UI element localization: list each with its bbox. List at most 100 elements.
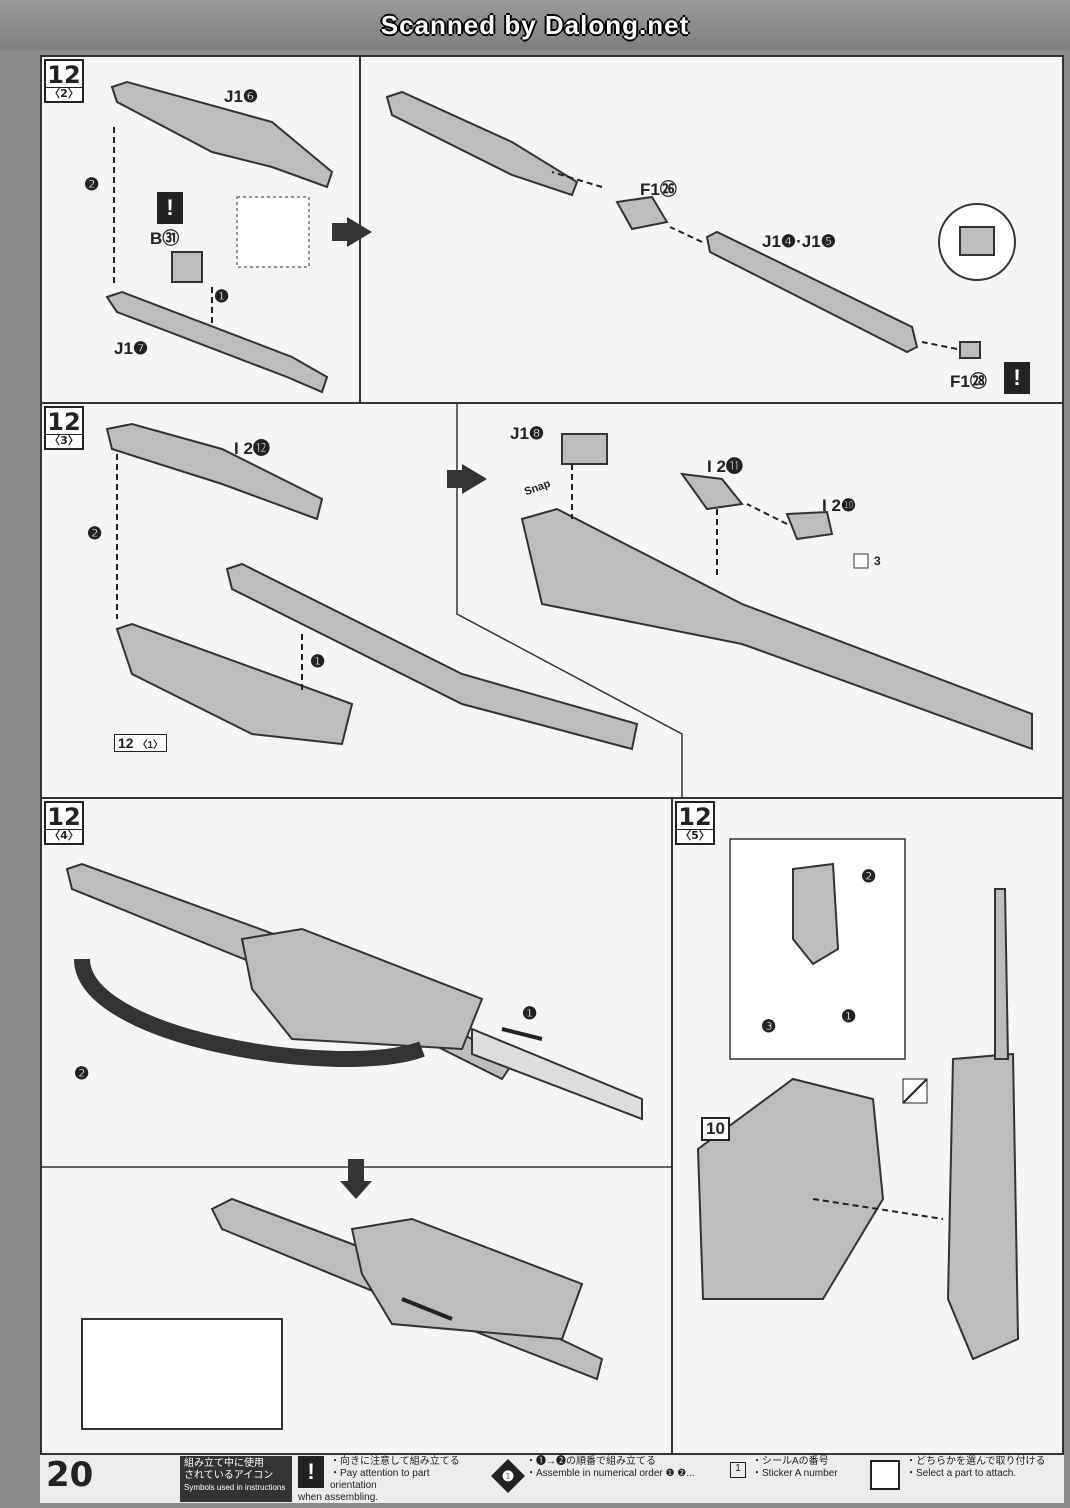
detail-box [81,1318,283,1430]
label-i211: I 2⓫ [707,457,743,476]
rifle-barrel [994,888,1010,1060]
panel-step-12-2: 12 〈2〉 J1❻ J1❼ B㉛ F1㉖ J1❹·J1❺ F1㉘ ❷ ❶ [40,55,1064,407]
step-mark-1: ❶ [310,652,326,671]
step-mark-2: ❷ [87,524,103,543]
part-i211 [679,472,744,511]
legend-caution-jp: ・向きに注意して組み立てる [330,1456,460,1467]
arrow-attach [812,1198,944,1220]
legend-caution: ! ・向きに注意して組み立てる ・Pay attention to part o… [298,1456,478,1503]
step-mark-2: ❷ [84,175,100,194]
step-number-sub: 〈3〉 [46,434,82,447]
step-number: 12 〈4〉 [44,801,84,845]
legend-sticker-jp: ・シールAの番号 [752,1456,829,1467]
detail-box-b31 [236,196,310,268]
panel-3-drawing [105,404,1033,800]
ref-sub: 〈1〉 [137,740,164,751]
exclamation-icon: ! [298,1456,324,1488]
step-number: 12 〈5〉 [675,801,715,845]
label-j17: J1❼ [114,339,149,358]
barrel-assembled [385,90,579,197]
step-mark-1: ❶ [214,287,230,306]
legend-select-en: ・Select a part to attach. [906,1468,1017,1479]
hinge-part [792,862,840,966]
label-j18: J1❽ [510,424,545,443]
frame-j17 [105,290,329,394]
ref-step-10: 10 [701,1117,730,1141]
step-mark-1: ❶ [841,1007,857,1026]
legend-title-jp-2: されているアイコン [184,1470,274,1481]
sticker-number: 3 [874,554,881,568]
sticker-number-icon: 1 [730,1462,746,1478]
legend-select: ・どちらかを選んで取り付ける ・Select a part to attach. [870,1456,1060,1498]
sticker-icon [853,553,869,569]
slide-arrow [501,1027,543,1041]
legend-caution-en-1: ・Pay attention to part orientation [330,1468,430,1491]
step-number-sub: 〈5〉 [677,829,713,842]
panel-step-12-4: 12 〈4〉 ❶ ❷ [40,797,676,1457]
scan-header: Scanned by Dalong.net [0,0,1070,50]
label-f26: F1㉖ [640,180,677,199]
legend-order-en: ・Assemble in numerical order ❶ ❷... [526,1468,695,1479]
flow-arrow-down [340,1181,372,1199]
legend-order-jp: ・❶→❷の順番で組み立てる [526,1456,656,1467]
part-i212 [105,422,324,521]
legend-caution-en-2: when assembling. [298,1492,379,1503]
label-j16: J1❻ [224,87,259,106]
label-j14-j15: J1❹·J1❺ [762,232,836,251]
step-mark-3: ❸ [761,1017,777,1036]
chest-unit [696,1077,885,1300]
label-i210: I 2❿ [822,496,857,515]
ref-step-box: 12 〈1〉 [114,734,168,752]
label-i212: I 2⓬ [234,439,270,458]
step-number-main: 12 [47,408,81,436]
rifle-assembled [520,507,1033,751]
step-number-main: 12 [47,803,81,831]
step-number: 12 〈3〉 [44,406,84,450]
legend-sticker-en: ・Sticker A number [752,1468,838,1479]
step-mark-1: ❶ [522,1004,538,1023]
barrel-slide [471,1027,643,1121]
label-b31: B㉛ [150,229,180,248]
rod-j14-j15 [705,230,919,354]
label-f28: F1㉘ [950,372,987,391]
rifle-lower-body [350,1217,584,1341]
step-number-sub: 〈4〉 [46,829,82,842]
caution-mark: ! [157,192,183,224]
page-number: 20 [46,1455,94,1495]
order-diamond-icon: ❶ [491,1459,525,1493]
panel-divider [456,404,683,800]
caution-mark-f28: ! [1004,362,1030,394]
panel-step-12-3: 12 〈3〉 I 2⓬ 12 〈1〉 J1❽ Snap I 2⓫ I 2❿ [40,402,1064,802]
barrel-assembly [225,562,639,751]
part-b31 [171,251,203,283]
panel-2-drawing [105,57,1016,405]
select-part-icon [870,1460,900,1490]
legend-title-jp-1: 組み立て中に使用 [184,1458,264,1469]
frame-assembly [115,622,354,746]
legend-title: 組み立て中に使用 されているアイコン Symbols used in instr… [180,1456,292,1502]
panel-4-drawing [42,862,674,1430]
legend-title-en: Symbols used in instructions [184,1483,286,1492]
flow-arrow [462,464,487,494]
panel-step-12-5: 12 〈5〉 10 ❷ ❶ ❸ [671,797,1064,1457]
cap-f28 [959,341,981,359]
rifle-mounted [946,1052,1020,1361]
step-number-main: 12 [678,803,712,831]
part-f26 [615,195,669,231]
barrel-j16 [110,80,334,189]
arrow-f26 [551,171,603,188]
ref-step: 12 [118,735,134,751]
step-number-sub: 〈2〉 [46,87,82,100]
legend-order: ❶ ・❶→❷の順番で組み立てる ・Assemble in numerical o… [490,1456,720,1498]
legend-select-jp: ・どちらかを選んで取り付ける [906,1456,1046,1467]
panel-5-drawing [696,838,1020,1361]
rifle-body [240,927,484,1051]
step-mark-2: ❷ [861,867,877,886]
step-number: 12 〈2〉 [44,59,84,103]
step-number-main: 12 [47,61,81,89]
part-i210 [785,510,834,541]
rotate-arrow [74,957,425,1067]
legend-sticker: 1 ・シールAの番号 ・Sticker A number [730,1456,860,1498]
part-j18 [561,433,608,465]
step-mark-2: ❷ [74,1064,90,1083]
